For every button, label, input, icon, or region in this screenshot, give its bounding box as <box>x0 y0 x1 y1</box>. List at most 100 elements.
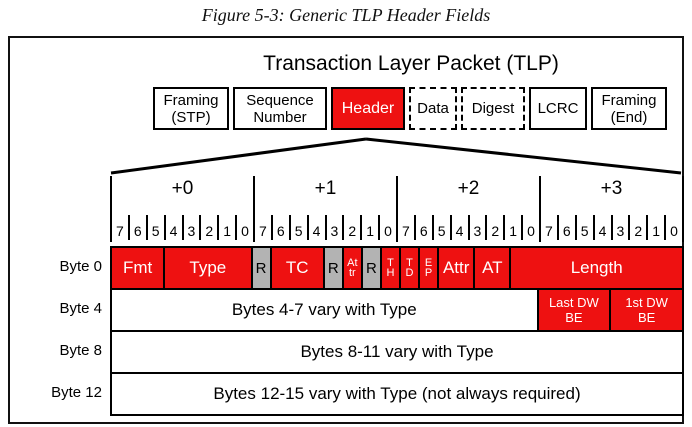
bit-tick <box>181 215 184 240</box>
bit-label: 1 <box>509 223 518 239</box>
field-label: R <box>365 259 377 277</box>
bit-label: 2 <box>348 223 357 239</box>
byte-offset-label: +3 <box>600 178 623 199</box>
bit-tick <box>163 215 166 240</box>
field-reserved-3: R <box>360 248 380 288</box>
packet-field-data: Data <box>409 87 457 130</box>
field-type: Type <box>163 248 251 288</box>
field-fmt: Fmt <box>112 248 164 288</box>
bit-tick <box>127 215 130 240</box>
field-label: BE <box>637 310 656 325</box>
field-label: R <box>327 259 339 277</box>
field-ep: E P <box>418 248 438 288</box>
bit-label: 1 <box>223 223 232 239</box>
byte-row-labels: Byte 0 Byte 4 Byte 8 Byte 12 <box>14 246 102 414</box>
packet-field-label: LCRC <box>537 100 579 117</box>
bit-tick <box>628 215 631 240</box>
packet-field-framing-stp: Framing (STP) <box>153 87 229 130</box>
bit-label: 7 <box>402 223 410 239</box>
field-label: Last DW <box>548 295 599 310</box>
header-byte-table: Fmt Type R TC R At tr R T H T D E P Attr… <box>110 246 684 416</box>
cell-bytes-4-7: Bytes 4-7 vary with Type <box>112 290 537 330</box>
byte-column-2: +2 7 6 5 4 3 2 1 0 <box>396 176 539 242</box>
tlp-title: Transaction Layer Packet (TLP) <box>263 52 559 75</box>
field-first-dw-be: 1st DW BE <box>609 290 682 330</box>
bit-scale: 7 6 5 4 3 2 1 0 <box>541 206 682 240</box>
bit-tick <box>556 215 559 240</box>
field-label: R <box>255 259 267 277</box>
packet-field-framing-end: Framing (End) <box>591 87 667 130</box>
bit-label: 3 <box>473 223 482 239</box>
field-label: P <box>424 267 433 279</box>
field-reserved-2: R <box>322 248 342 288</box>
field-label: Fmt <box>122 258 153 277</box>
bit-label: 0 <box>670 223 678 239</box>
bit-tick <box>288 215 291 240</box>
bit-label: 1 <box>652 223 661 239</box>
field-label: D <box>405 267 414 279</box>
bit-label: 5 <box>151 223 160 239</box>
field-label: T <box>387 257 394 269</box>
bit-tick <box>324 215 327 240</box>
bit-label: 3 <box>330 223 339 239</box>
bit-label: 7 <box>259 223 267 239</box>
field-label: TC <box>285 258 309 277</box>
table-row-byte12: Bytes 12-15 vary with Type (not always r… <box>110 372 684 416</box>
bit-label: 3 <box>187 223 196 239</box>
bit-label: 6 <box>276 223 285 239</box>
packet-field-label: Framing <box>601 91 657 109</box>
packet-field-label: Sequence <box>246 91 314 109</box>
field-td: T D <box>399 248 419 288</box>
bit-label: 2 <box>634 223 643 239</box>
packet-field-lcrc: LCRC <box>529 87 587 130</box>
bit-tick <box>217 215 220 240</box>
bit-tick <box>449 215 452 240</box>
bit-label: 0 <box>384 223 392 239</box>
cell-bytes-8-11: Bytes 8-11 vary with Type <box>112 332 682 372</box>
bit-tick <box>664 215 667 240</box>
row-label-byte8: Byte 8 <box>59 342 102 359</box>
packet-field-label: Number <box>253 108 307 126</box>
field-at: AT <box>473 248 510 288</box>
field-label: Bytes 8-11 vary with Type <box>300 342 494 361</box>
bit-tick <box>574 215 577 240</box>
field-label: Type <box>189 258 227 277</box>
field-last-dw-be: Last DW BE <box>536 290 610 330</box>
bit-label: 4 <box>455 223 464 239</box>
field-tc: TC <box>269 248 323 288</box>
bit-tick <box>521 215 524 240</box>
bit-scale: 7 6 5 4 3 2 1 0 <box>255 206 396 240</box>
bit-tick <box>646 215 649 240</box>
bit-tick <box>378 215 381 240</box>
byte-column-0: +0 7 6 5 4 3 2 1 0 <box>110 176 253 242</box>
bit-label: 5 <box>580 223 589 239</box>
bit-scale: 7 6 5 4 3 2 1 0 <box>398 206 539 240</box>
field-label: Attr <box>442 258 470 277</box>
row-label-byte12: Byte 12 <box>51 384 102 401</box>
bit-tick <box>199 215 202 240</box>
field-label: Bytes 4-7 vary with Type <box>231 300 417 319</box>
table-row-byte4: Bytes 4-7 vary with Type Last DW BE 1st … <box>110 288 684 332</box>
field-attr: Attr <box>437 248 474 288</box>
field-label: BE <box>565 310 583 325</box>
bit-tick <box>270 215 273 240</box>
byte-offset-label: +2 <box>457 178 480 199</box>
field-label: At <box>347 257 358 269</box>
packet-field-label: Header <box>341 100 395 117</box>
field-label: tr <box>348 267 356 279</box>
bit-tick <box>413 215 416 240</box>
field-label: AT <box>482 258 503 277</box>
bit-label: 6 <box>133 223 142 239</box>
bit-tick <box>592 215 595 240</box>
byte-offset-label: +0 <box>171 178 194 199</box>
row-label-byte4: Byte 4 <box>59 300 102 317</box>
byte-column-1: +1 7 6 5 4 3 2 1 0 <box>253 176 396 242</box>
bit-label: 4 <box>312 223 321 239</box>
packet-field-digest: Digest <box>461 87 525 130</box>
bit-tick <box>342 215 345 240</box>
bit-label: 5 <box>294 223 303 239</box>
bit-label: 6 <box>562 223 571 239</box>
bit-tick <box>235 215 238 240</box>
bit-label: 3 <box>616 223 625 239</box>
field-th: T H <box>379 248 399 288</box>
